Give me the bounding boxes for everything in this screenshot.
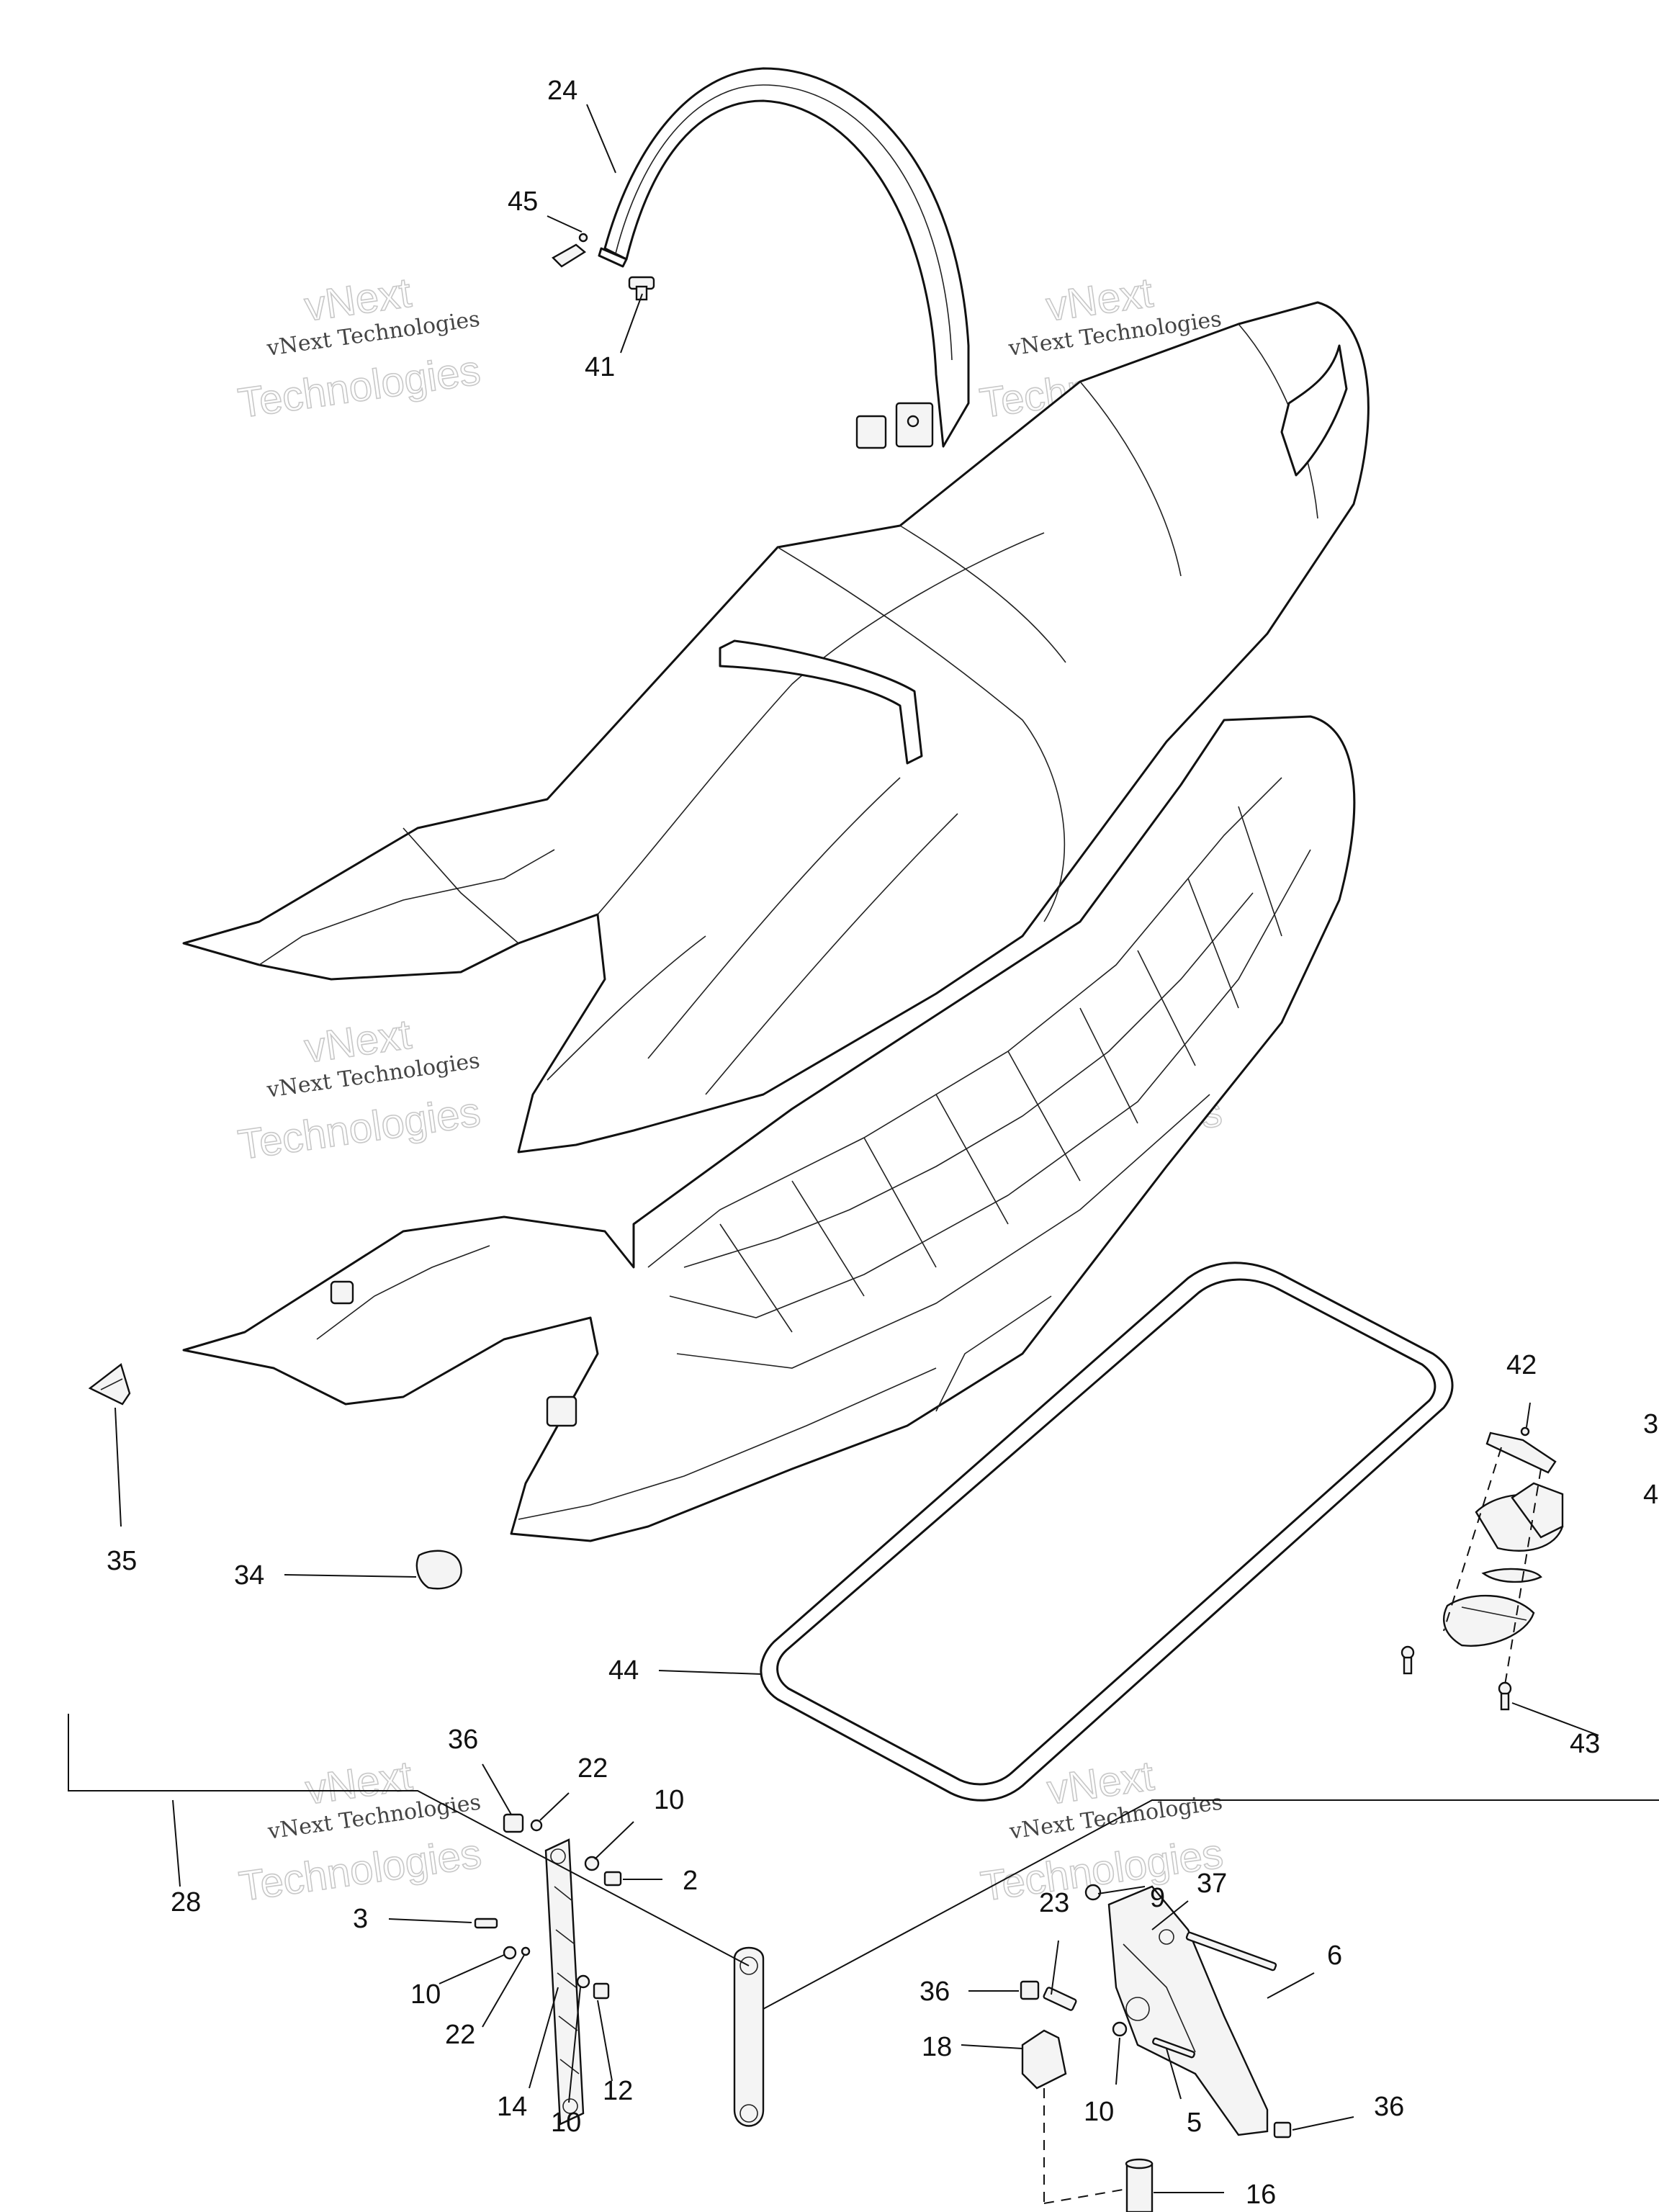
rubber-block-18 (1021, 2029, 1067, 2090)
strap-clip (552, 233, 588, 268)
callout-4: 4 (1643, 1480, 1658, 1510)
callout-44: 44 (608, 1655, 639, 1686)
callout-22-top: 22 (577, 1753, 608, 1784)
callout-23: 23 (1039, 1888, 1069, 1918)
callout-6: 6 (1327, 1941, 1342, 1971)
hinge-link (733, 1946, 765, 2127)
callout-3-left: 3 (353, 1904, 368, 1934)
callout-3-top: 3 (1643, 1409, 1658, 1439)
latch-assembly (1401, 1426, 1564, 1711)
post-16 (1125, 2158, 1154, 2212)
callout-34: 34 (234, 1560, 264, 1591)
seat-cover (182, 301, 1370, 1154)
watermark-bottom-left: vNext vNext Technologies Technologies (235, 1752, 485, 1911)
callout-42: 42 (1506, 1350, 1537, 1380)
callout-10-top: 10 (654, 1785, 684, 1815)
callout-28: 28 (171, 1887, 201, 1917)
callout-5: 5 (1187, 2108, 1202, 2138)
callout-10-bottom: 10 (551, 2108, 581, 2138)
callout-10-right: 10 (1084, 2097, 1114, 2127)
seat-base (182, 715, 1356, 1542)
cap-34 (415, 1550, 462, 1590)
callout-14: 14 (497, 2092, 527, 2122)
seal-gasket-44 (760, 1262, 1454, 1802)
callout-41: 41 (585, 352, 615, 382)
small-hardware (474, 1813, 1292, 2139)
strap-rivet (628, 276, 655, 301)
callout-labels: 24 45 41 35 34 44 42 3 4 43 36 22 10 2 2… (107, 76, 1658, 2210)
callout-22-bottom: 22 (445, 2020, 475, 2050)
callout-36-mid: 36 (920, 1977, 950, 2007)
callout-10-left: 10 (410, 1979, 441, 2010)
callout-24: 24 (547, 76, 577, 106)
leader-lines (68, 104, 1659, 2204)
clip-35 (88, 1362, 131, 1406)
callout-37: 37 (1197, 1869, 1227, 1899)
callout-9: 9 (1150, 1883, 1165, 1913)
watermark-mid-left: vNext vNext Technologies Technologies (235, 1010, 484, 1169)
hinge-bracket-37 (1107, 1885, 1269, 2136)
callout-2: 2 (683, 1866, 698, 1896)
callout-35: 35 (107, 1546, 137, 1576)
callout-18: 18 (922, 2032, 952, 2062)
callout-36-left: 36 (448, 1725, 478, 1755)
seat-strap (598, 67, 970, 449)
callout-36-right: 36 (1374, 2092, 1404, 2122)
watermark-top-left: vNext vNext Technologies Technologies (235, 269, 484, 428)
callout-45: 45 (508, 186, 538, 217)
callout-43: 43 (1570, 1729, 1600, 1759)
callout-16: 16 (1246, 2180, 1276, 2210)
callout-12: 12 (603, 2076, 633, 2106)
